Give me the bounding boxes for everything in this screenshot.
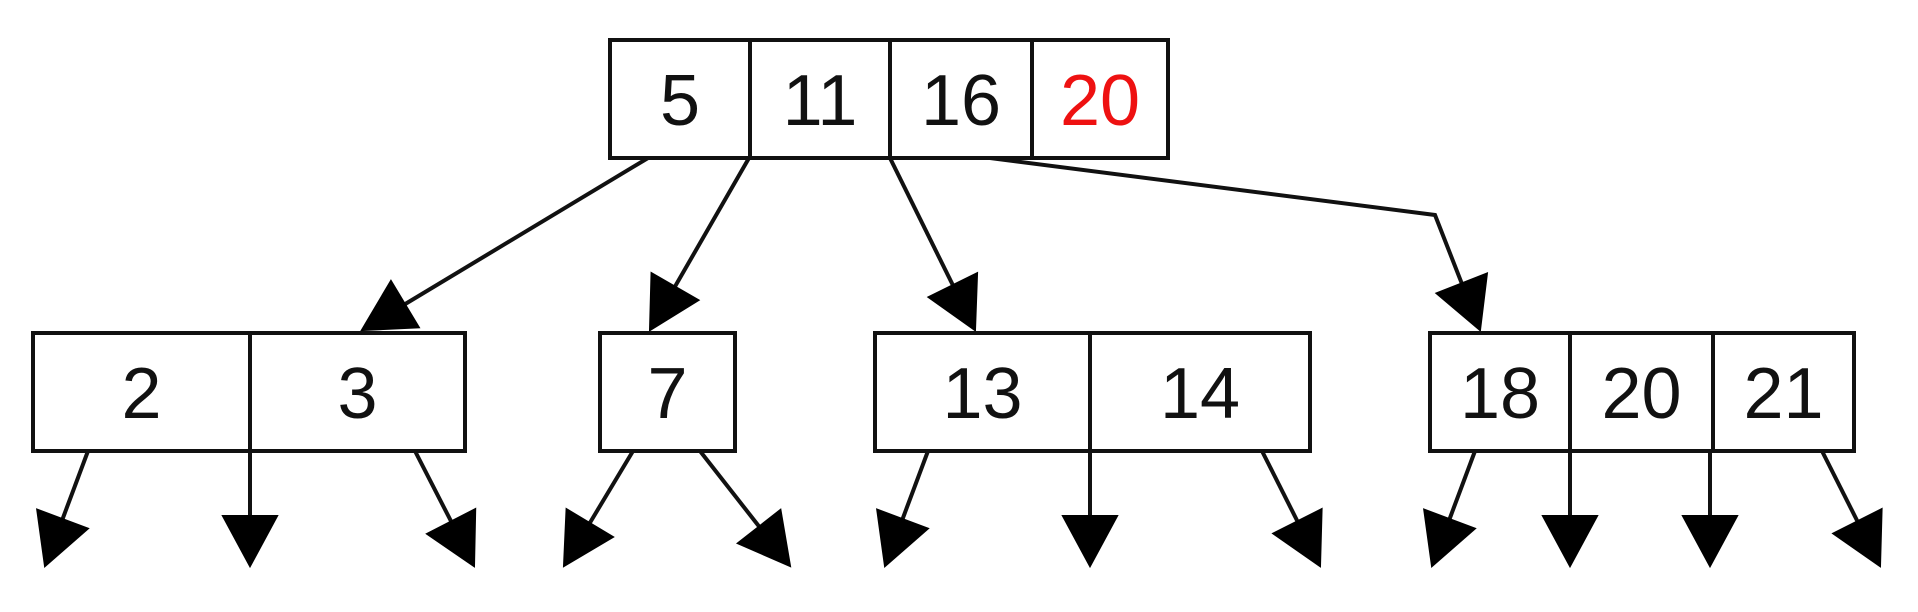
child-node: 18 20 21	[1428, 331, 1856, 453]
child-node-key: 18	[1460, 354, 1540, 434]
leaf-child-pointer-arrowhead	[425, 507, 477, 568]
leaf-child-pointer-arrowhead	[1423, 508, 1477, 568]
leaf-child-pointer-arrowhead	[735, 508, 792, 568]
root-child-pointer-arrowhead	[926, 271, 979, 332]
root-child-pointer-line	[403, 156, 650, 306]
leaf-child-pointer-arrowhead	[1681, 515, 1739, 569]
root-node-key: 20	[1060, 61, 1140, 141]
child-node-key: 21	[1743, 354, 1823, 434]
leaf-child-pointer-arrowhead	[36, 508, 90, 568]
leaf-child-pointer-arrowhead	[221, 515, 279, 569]
child-node: 13 14	[873, 331, 1312, 453]
leaf-child-pointer-arrowhead	[562, 507, 615, 568]
leaf-child-pointer-arrowhead	[1541, 515, 1599, 569]
root-node-cell	[1030, 38, 1170, 160]
leaf-child-pointer-arrowhead	[1061, 515, 1119, 569]
root-node-key: 16	[921, 61, 1001, 141]
child-node-key: 20	[1601, 354, 1681, 434]
child-node-key: 13	[942, 354, 1022, 434]
leaf-child-pointer-line	[1820, 450, 1860, 523]
root-node-cell	[748, 38, 892, 160]
leaf-child-pointer-line	[60, 450, 90, 520]
root-child-pointer-line	[989, 156, 1464, 285]
child-node-key: 2	[121, 354, 161, 434]
leaf-child-pointer-arrowhead	[1831, 507, 1883, 568]
leaf-child-pointer-arrowhead	[876, 508, 930, 568]
root-node: 5 11 16 20	[608, 38, 1170, 160]
child-node-cell	[248, 331, 467, 453]
root-child-pointer-line	[673, 157, 751, 288]
leaf-child-pointer-line	[698, 449, 761, 528]
root-node-cell	[608, 38, 752, 160]
leaf-child-pointer-line	[1447, 450, 1477, 520]
root-child-pointer-arrowhead	[648, 271, 701, 332]
tree-edges	[36, 156, 1883, 569]
child-node-cell	[1711, 331, 1856, 453]
root-node-key: 11	[783, 61, 858, 141]
child-node-key: 14	[1160, 354, 1240, 434]
root-child-pointer-arrowhead	[360, 279, 421, 332]
child-node-cell	[1088, 331, 1312, 453]
leaf-child-pointer-line	[1260, 450, 1300, 523]
root-node-key: 5	[660, 61, 700, 141]
leaf-child-pointer-line	[588, 449, 635, 525]
root-child-pointer-line	[888, 157, 955, 287]
leaf-child-pointer-arrowhead	[1271, 507, 1323, 568]
root-child-pointer-arrowhead	[1434, 272, 1489, 332]
child-node-cell	[873, 331, 1092, 453]
leaf-child-pointer-line	[900, 450, 930, 520]
child-node-key: 3	[337, 354, 377, 434]
child-node: 7	[598, 331, 737, 453]
child-node-cell	[598, 331, 737, 453]
leaf-child-pointer-line	[413, 450, 453, 523]
child-node-key: 7	[647, 354, 687, 434]
